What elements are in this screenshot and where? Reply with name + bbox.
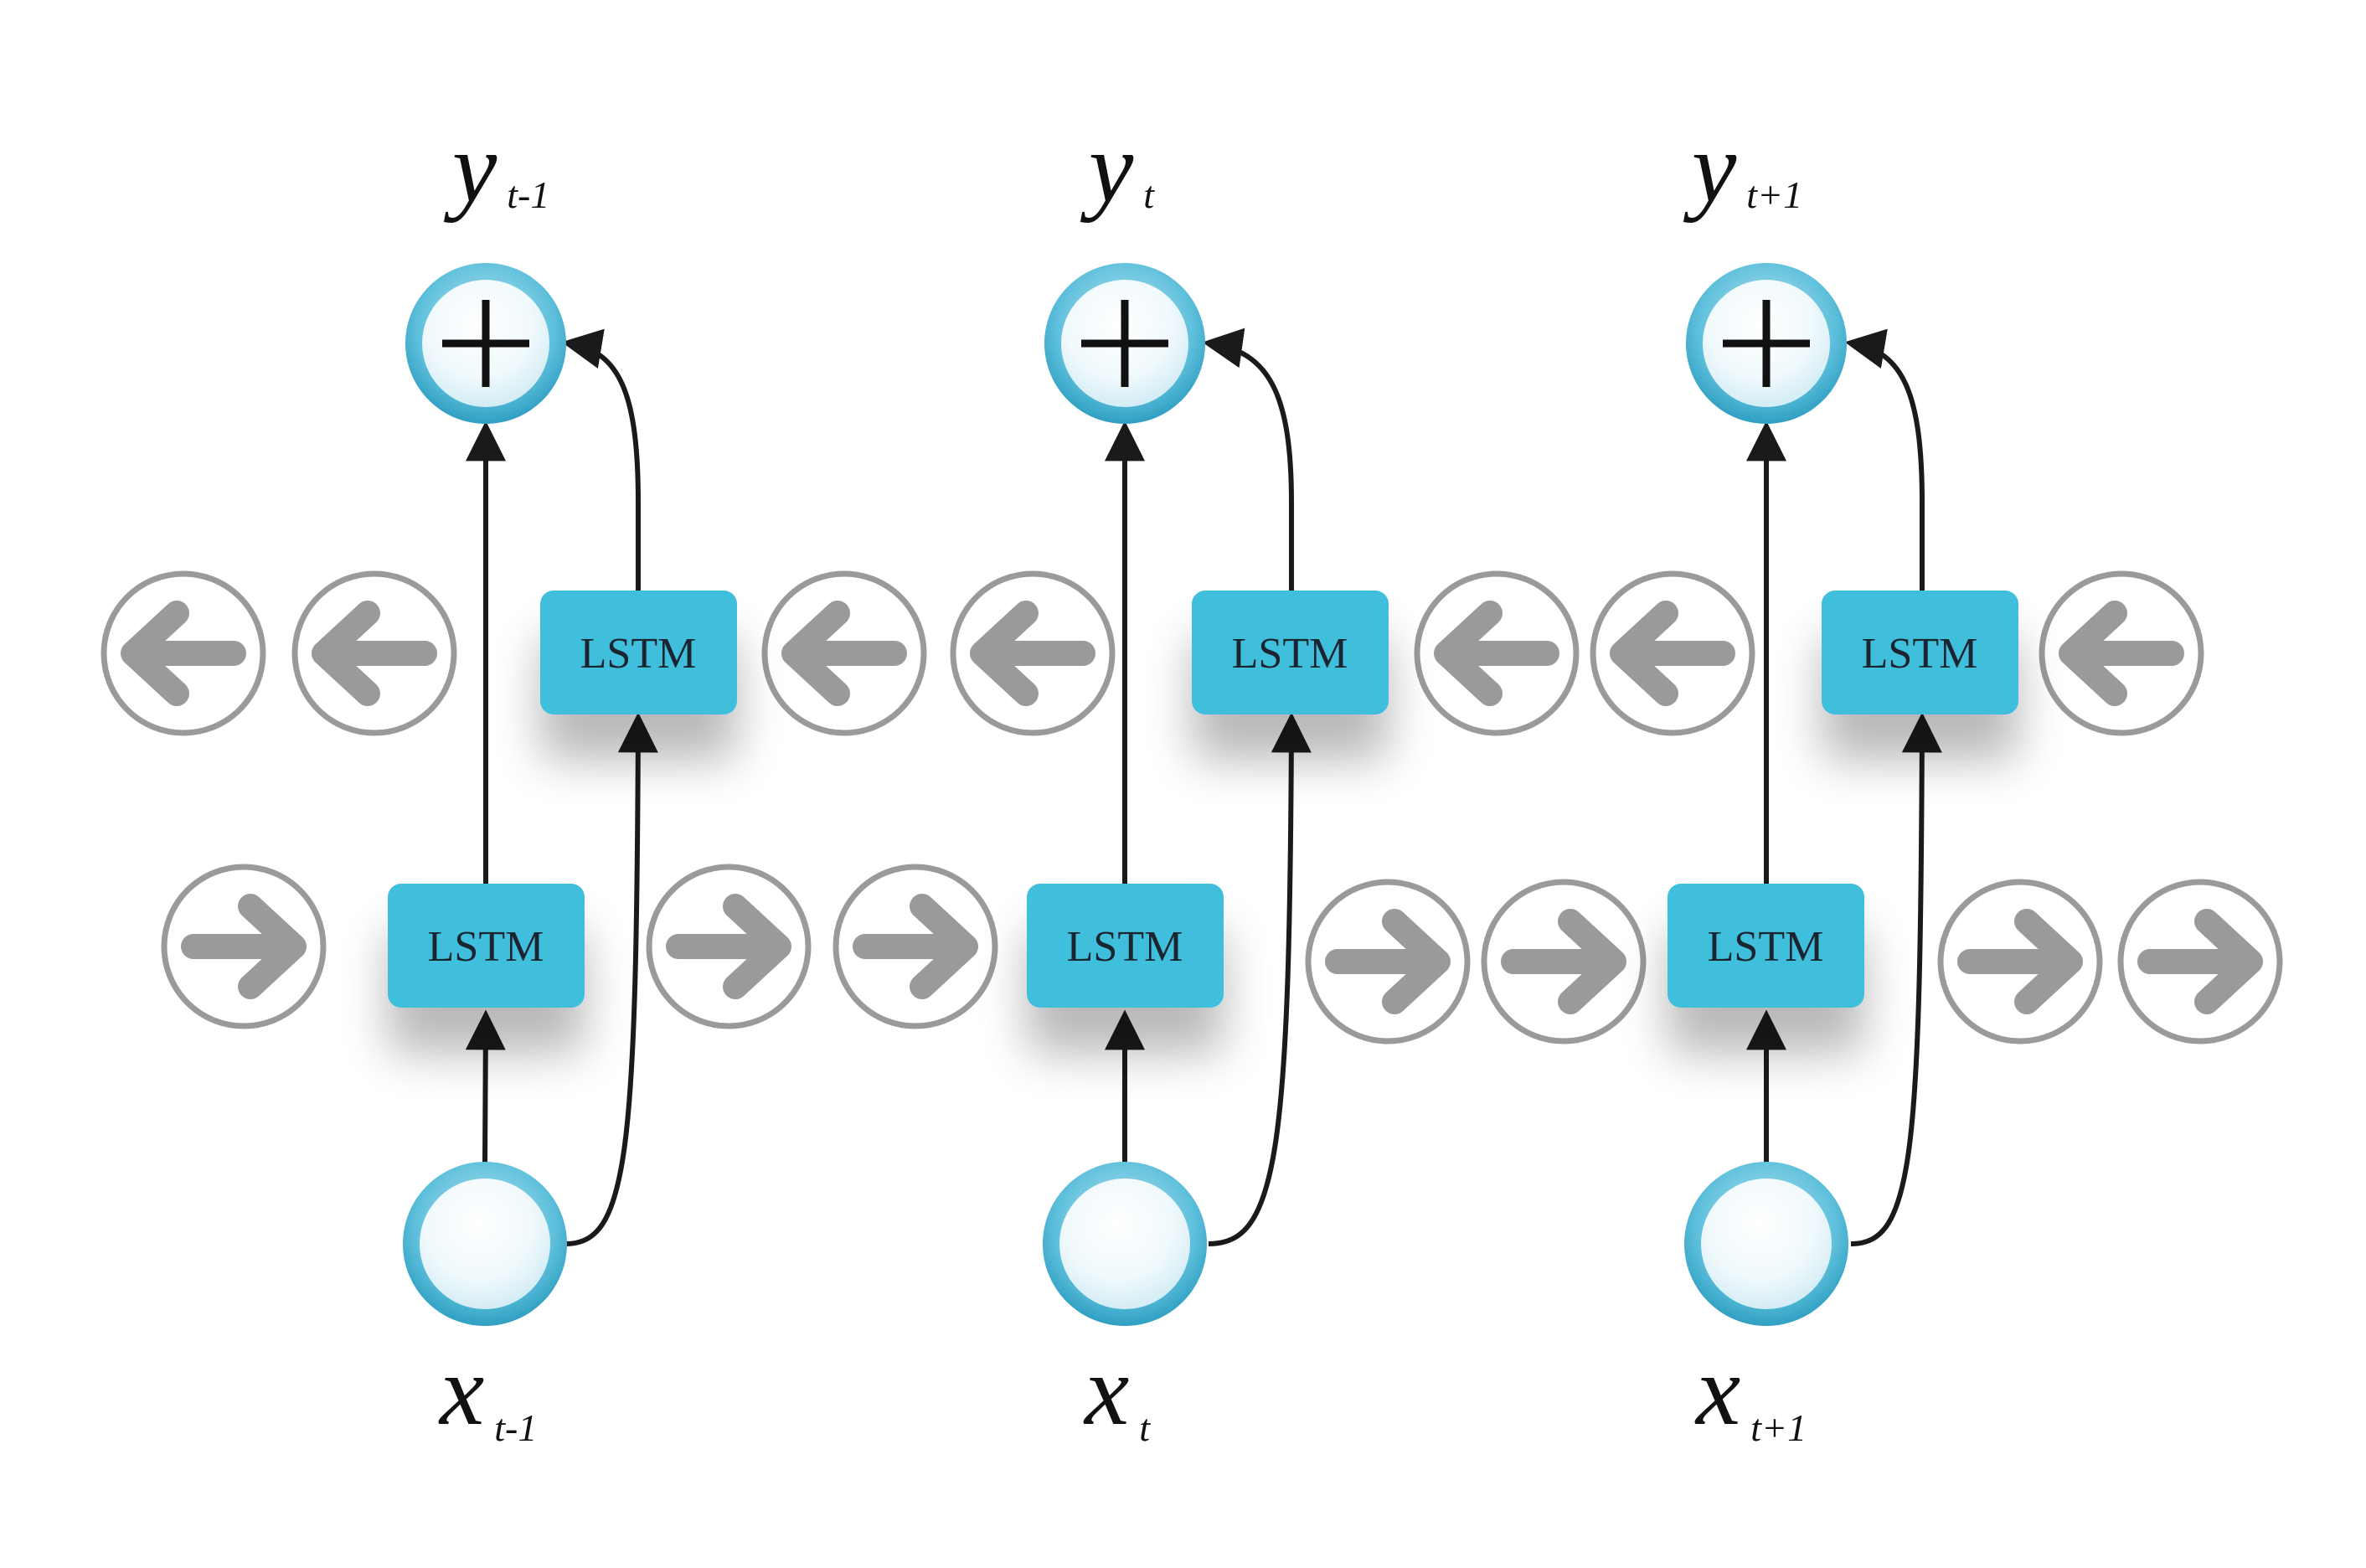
connections [465,328,1942,1246]
input-subscript: t [1139,1406,1151,1449]
input-to-forward-lstm-line [465,1009,506,1163]
sum-node [1686,263,1847,424]
output-subscript: t+1 [1746,173,1802,216]
arrow-left-icon [1590,570,1755,736]
arrow-right-icon [832,864,998,1029]
arrow-left-icon [1414,570,1580,736]
backward-lstm-cell: LSTM [1822,591,2018,714]
forward-arrow-row [161,864,2283,1044]
lstm-cells: LSTM LSTM LSTM LSTM LSTM LSTM [388,591,2018,1008]
arrow-right-icon [1305,879,1471,1044]
backward-lstm-to-sum-curve [1844,328,1925,591]
plus-icon [1081,300,1168,387]
output-subscript: t-1 [507,173,549,216]
backward-lstm-to-sum-curve [561,328,641,591]
lstm-label: LSTM [1067,923,1183,971]
input-to-backward-lstm-curve [1850,712,1942,1246]
output-var: y [1683,111,1737,223]
lstm-label: LSTM [1232,630,1348,678]
forward-lstm-cell: LSTM [1027,884,1224,1008]
arrow-left-icon [291,570,457,736]
sum-nodes [405,263,1847,424]
input-node [403,1162,567,1326]
arrow-right-icon [161,864,327,1029]
arrow-left-icon [101,570,266,736]
backward-lstm-cell: LSTM [540,591,737,714]
arrow-right-icon [1481,879,1647,1044]
output-subscript: t [1143,173,1155,216]
input-subscript: t-1 [494,1406,537,1449]
arrow-right-icon [2117,879,2283,1044]
lstm-label: LSTM [1708,923,1824,971]
output-var: y [1080,111,1134,223]
sum-node [1044,263,1205,424]
forward-lstm-cell: LSTM [388,884,585,1008]
input-to-backward-lstm-curve [1208,712,1312,1246]
arrow-left-icon [761,570,927,736]
backward-lstm-to-sum-curve [1202,328,1294,591]
plus-icon [442,300,529,387]
input-to-backward-lstm-curve [564,712,658,1246]
input-node [1043,1162,1207,1326]
lstm-label: LSTM [580,630,697,678]
backward-lstm-cell: LSTM [1192,591,1389,714]
arrow-left-icon [950,570,1116,736]
output-var: y [443,111,497,223]
input-nodes [403,1162,1848,1326]
lstm-label: LSTM [428,923,544,971]
input-var: x [1694,1334,1740,1446]
arrow-right-icon [646,864,812,1029]
lstm-label: LSTM [1862,630,1978,678]
input-subscript: t+1 [1750,1406,1807,1449]
forward-lstm-cell: LSTM [1668,884,1864,1008]
input-node [1684,1162,1848,1326]
sum-node [405,263,566,424]
input-var: x [438,1334,484,1446]
arrow-right-icon [1937,879,2103,1044]
plus-icon [1723,300,1810,387]
arrow-left-icon [2039,570,2204,736]
backward-arrow-row [101,570,2204,736]
input-var: x [1083,1334,1129,1446]
